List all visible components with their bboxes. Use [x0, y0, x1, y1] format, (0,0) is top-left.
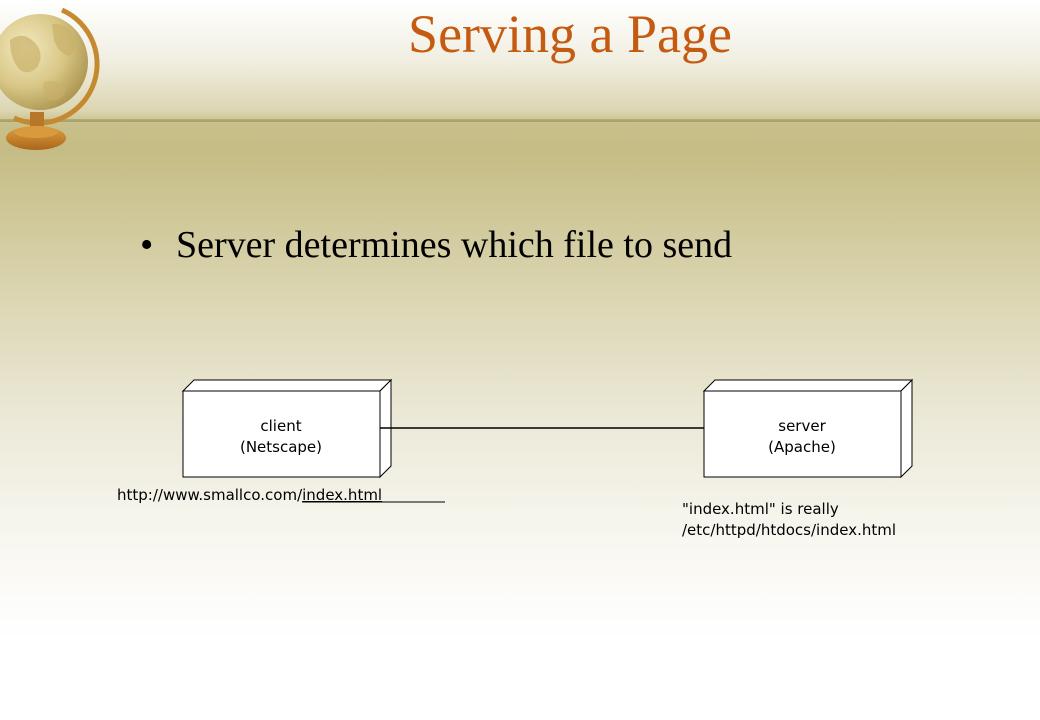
- client-url-prefix: http://www.smallco.com/: [117, 486, 303, 504]
- server-node: server (Apache): [702, 378, 914, 479]
- bullet-item: • Server determines which file to send: [140, 221, 732, 269]
- client-node-name: client: [260, 417, 301, 435]
- server-note-line1: "index.html" is really: [682, 500, 839, 518]
- server-note-line2: /etc/httpd/htdocs/index.html: [682, 521, 896, 539]
- bullet-icon: •: [140, 224, 154, 266]
- client-url-label: http://www.smallco.com/index.html: [117, 486, 382, 504]
- globe-icon: [0, 7, 100, 150]
- header-divider: [0, 119, 1040, 122]
- bullet-text: Server determines which file to send: [176, 224, 733, 266]
- server-node-name: server: [778, 417, 826, 435]
- client-url-file: index.html: [302, 486, 382, 504]
- slide-title: Serving a Page: [408, 4, 732, 64]
- client-node-product: (Netscape): [240, 438, 322, 456]
- server-node-product: (Apache): [768, 438, 836, 456]
- client-node: client (Netscape): [181, 378, 393, 479]
